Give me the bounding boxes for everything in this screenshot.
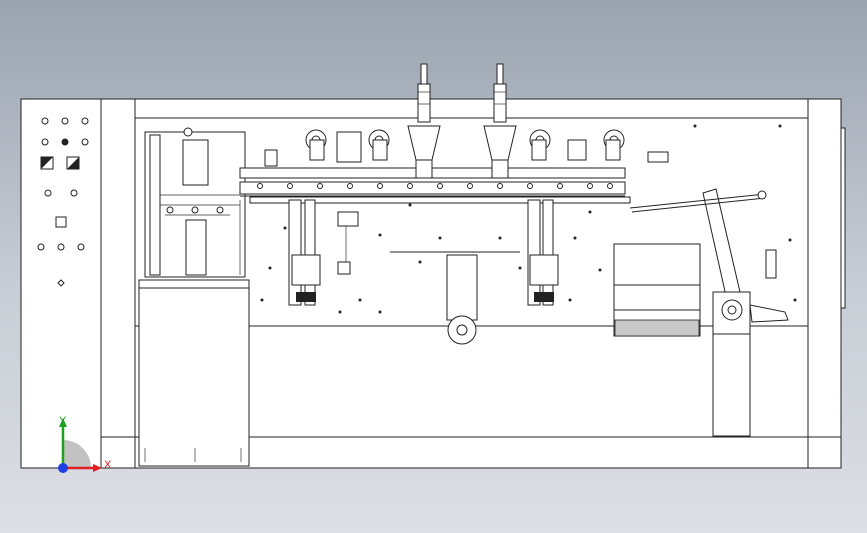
filling-nozzle-left [407, 63, 441, 179]
control-panel [37, 117, 89, 287]
lever-assembly [629, 188, 789, 437]
z-axis-marker [58, 463, 68, 473]
top-rollers [264, 129, 669, 167]
sealing-jaw-right [527, 199, 559, 306]
left-lower-cabinet [138, 279, 250, 467]
output-bin [613, 243, 701, 337]
filling-nozzle-right [483, 63, 517, 179]
y-axis-label: Y [59, 415, 67, 427]
plate-holes [260, 124, 797, 314]
central-cutter [337, 211, 520, 345]
rail-bolts [257, 183, 613, 189]
sealing-jaw-left [288, 199, 321, 306]
film-roll-unit [144, 127, 246, 278]
x-axis-label: X [104, 459, 112, 471]
axis-triad: Y X [58, 415, 112, 473]
